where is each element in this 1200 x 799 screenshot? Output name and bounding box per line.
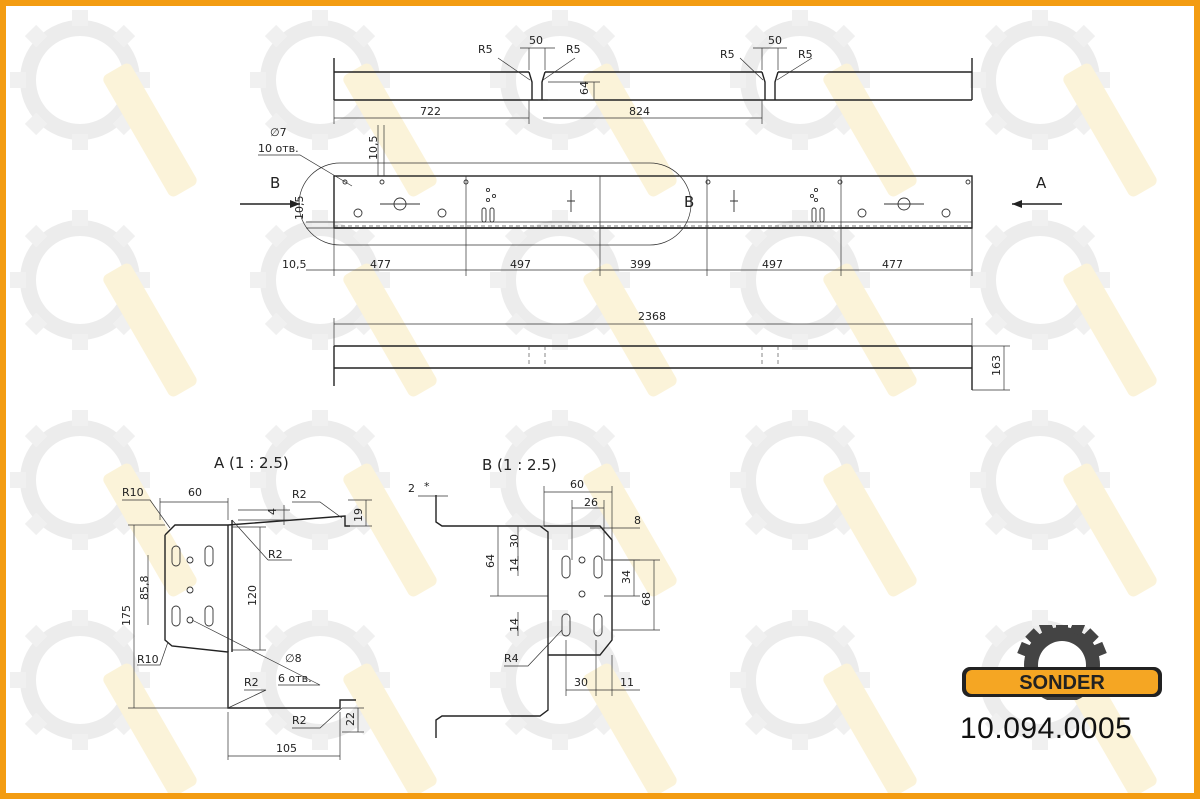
svg-text:R5: R5 bbox=[720, 48, 735, 61]
svg-text:R2: R2 bbox=[268, 548, 283, 561]
svg-text:∅8: ∅8 bbox=[285, 652, 302, 665]
svg-text:4: 4 bbox=[266, 508, 279, 515]
svg-text:10,5: 10,5 bbox=[293, 196, 306, 221]
svg-text:50: 50 bbox=[529, 34, 543, 47]
svg-text:2: 2 bbox=[408, 482, 415, 495]
svg-text:R10: R10 bbox=[137, 653, 159, 666]
logo-text: SONDER bbox=[1019, 672, 1105, 694]
detail-a-view: A (1 : 2.5) 60 R10 R2 R2 4 19 175 85,8 1… bbox=[120, 454, 372, 760]
svg-text:477: 477 bbox=[882, 258, 903, 271]
svg-text:2368: 2368 bbox=[638, 310, 666, 323]
bottom-view: 2368 163 bbox=[333, 310, 1010, 391]
svg-text:*: * bbox=[424, 480, 430, 493]
svg-text:∅7: ∅7 bbox=[270, 126, 287, 139]
svg-text:R5: R5 bbox=[798, 48, 813, 61]
svg-text:8: 8 bbox=[634, 514, 641, 527]
svg-text:10,5: 10,5 bbox=[282, 258, 307, 271]
svg-text:A (1 : 2.5): A (1 : 2.5) bbox=[214, 454, 289, 472]
svg-text:22: 22 bbox=[344, 712, 357, 726]
svg-text:11: 11 bbox=[620, 676, 634, 689]
svg-text:68: 68 bbox=[640, 592, 653, 606]
svg-text:R5: R5 bbox=[478, 43, 493, 56]
svg-text:10,5: 10,5 bbox=[367, 136, 380, 161]
top-view: 50 50 R5 R5 R5 R5 64 722 824 bbox=[333, 34, 973, 124]
svg-text:6 отв.: 6 отв. bbox=[278, 672, 312, 685]
svg-text:64: 64 bbox=[578, 81, 591, 95]
svg-text:B (1 : 2.5): B (1 : 2.5) bbox=[482, 456, 557, 474]
svg-text:14: 14 bbox=[508, 618, 521, 632]
svg-text:14: 14 bbox=[508, 558, 521, 572]
svg-text:399: 399 bbox=[630, 258, 651, 271]
svg-text:R2: R2 bbox=[244, 676, 259, 689]
svg-text:19: 19 bbox=[352, 508, 365, 522]
svg-text:497: 497 bbox=[510, 258, 531, 271]
svg-text:85,8: 85,8 bbox=[138, 576, 151, 601]
svg-text:10 отв.: 10 отв. bbox=[258, 142, 299, 155]
svg-text:64: 64 bbox=[484, 554, 497, 568]
svg-text:26: 26 bbox=[584, 496, 598, 509]
svg-text:R2: R2 bbox=[292, 714, 307, 727]
svg-text:824: 824 bbox=[629, 105, 650, 118]
svg-text:30: 30 bbox=[574, 676, 588, 689]
detail-b-view: B (1 : 2.5) 2 * 60 26 8 64 30 14 34 68 1… bbox=[408, 456, 660, 738]
sonder-logo: SONDER bbox=[962, 625, 1162, 700]
svg-text:497: 497 bbox=[762, 258, 783, 271]
svg-text:60: 60 bbox=[188, 486, 202, 499]
svg-text:50: 50 bbox=[768, 34, 782, 47]
svg-text:105: 105 bbox=[276, 742, 297, 755]
svg-text:477: 477 bbox=[370, 258, 391, 271]
svg-text:30: 30 bbox=[508, 534, 521, 548]
svg-text:B: B bbox=[270, 174, 280, 192]
svg-text:722: 722 bbox=[420, 105, 441, 118]
svg-text:60: 60 bbox=[570, 478, 584, 491]
svg-text:R2: R2 bbox=[292, 488, 307, 501]
svg-text:R4: R4 bbox=[504, 652, 519, 665]
svg-text:175: 175 bbox=[120, 605, 133, 626]
svg-text:B: B bbox=[684, 193, 694, 211]
svg-text:A: A bbox=[1036, 174, 1047, 192]
front-view: B B A ∅7 10 отв. 10,5 10,5 10,5 477 497 … bbox=[240, 125, 1062, 276]
svg-text:120: 120 bbox=[246, 585, 259, 606]
svg-text:34: 34 bbox=[620, 570, 633, 584]
svg-text:R5: R5 bbox=[566, 43, 581, 56]
svg-text:163: 163 bbox=[990, 355, 1003, 376]
part-number: 10.094.0005 bbox=[960, 712, 1133, 745]
svg-text:R10: R10 bbox=[122, 486, 144, 499]
